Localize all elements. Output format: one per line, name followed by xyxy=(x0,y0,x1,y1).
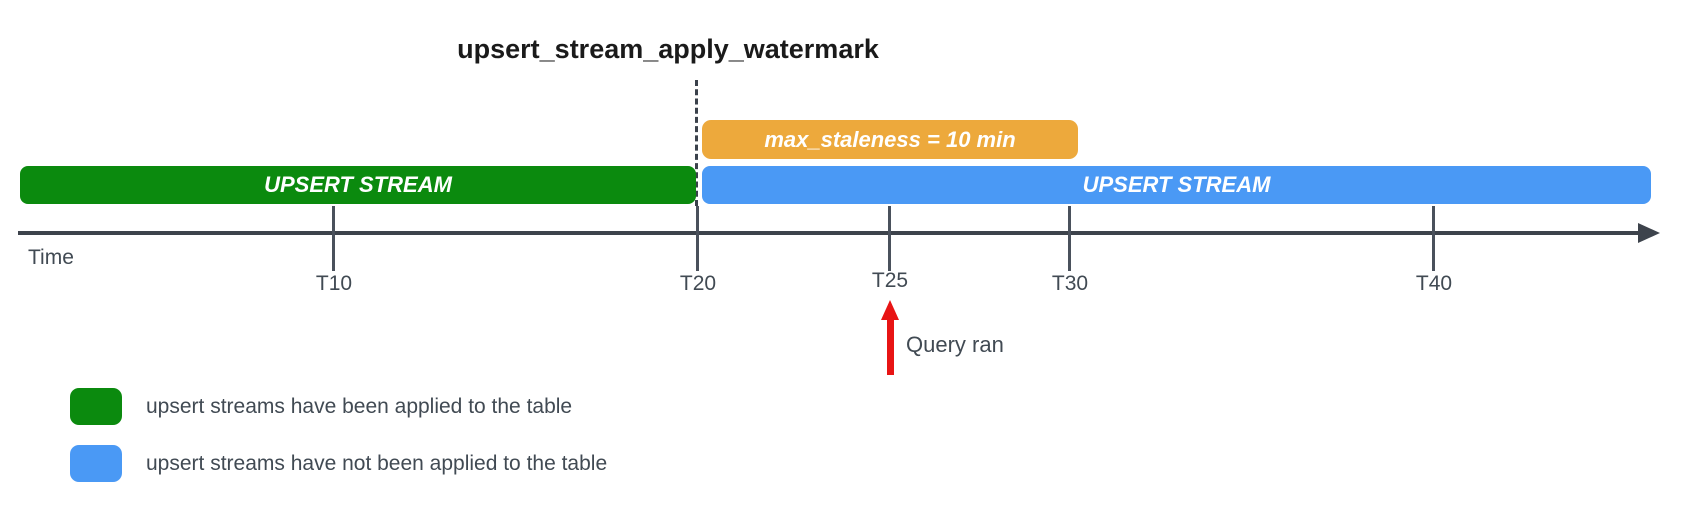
not-applied-upsert-stream-bar: UPSERT STREAM xyxy=(702,166,1651,204)
tick-t10 xyxy=(332,206,335,271)
applied-upsert-stream-bar-label: UPSERT STREAM xyxy=(264,172,452,197)
time-axis-label: Time xyxy=(28,246,74,269)
query-ran-label: Query ran xyxy=(906,332,1004,357)
legend-label-not-applied: upsert streams have not been applied to … xyxy=(146,451,608,475)
query-ran-arrow-shaft xyxy=(887,318,894,375)
tick-t30 xyxy=(1068,206,1071,271)
tick-label-t10: T10 xyxy=(315,272,353,295)
tick-label-t30: T30 xyxy=(1051,272,1089,295)
diagram-title: upsert_stream_apply_watermark xyxy=(457,34,879,64)
tick-t25 xyxy=(888,206,891,271)
max-staleness-bar-label: max_staleness = 10 min xyxy=(764,126,1016,152)
watermark-dashed-line xyxy=(695,80,698,206)
applied-upsert-stream-bar: UPSERT STREAM xyxy=(20,166,696,204)
tick-label-t20: T20 xyxy=(679,272,717,295)
tick-t20 xyxy=(696,206,699,271)
legend-swatch-applied xyxy=(70,388,122,425)
max-staleness-bar: max_staleness = 10 min xyxy=(702,120,1078,159)
not-applied-upsert-stream-bar-label: UPSERT STREAM xyxy=(1082,172,1271,197)
time-axis-line xyxy=(18,231,1640,235)
axis-arrowhead-icon xyxy=(1638,223,1660,243)
tick-t40 xyxy=(1432,206,1435,271)
legend-swatch-not-applied xyxy=(70,445,122,482)
tick-label-t40: T40 xyxy=(1415,272,1453,295)
query-ran-arrow-head-icon xyxy=(881,300,899,320)
legend-label-applied: upsert streams have been applied to the … xyxy=(146,394,573,418)
tick-label-t25: T25 xyxy=(871,269,909,292)
